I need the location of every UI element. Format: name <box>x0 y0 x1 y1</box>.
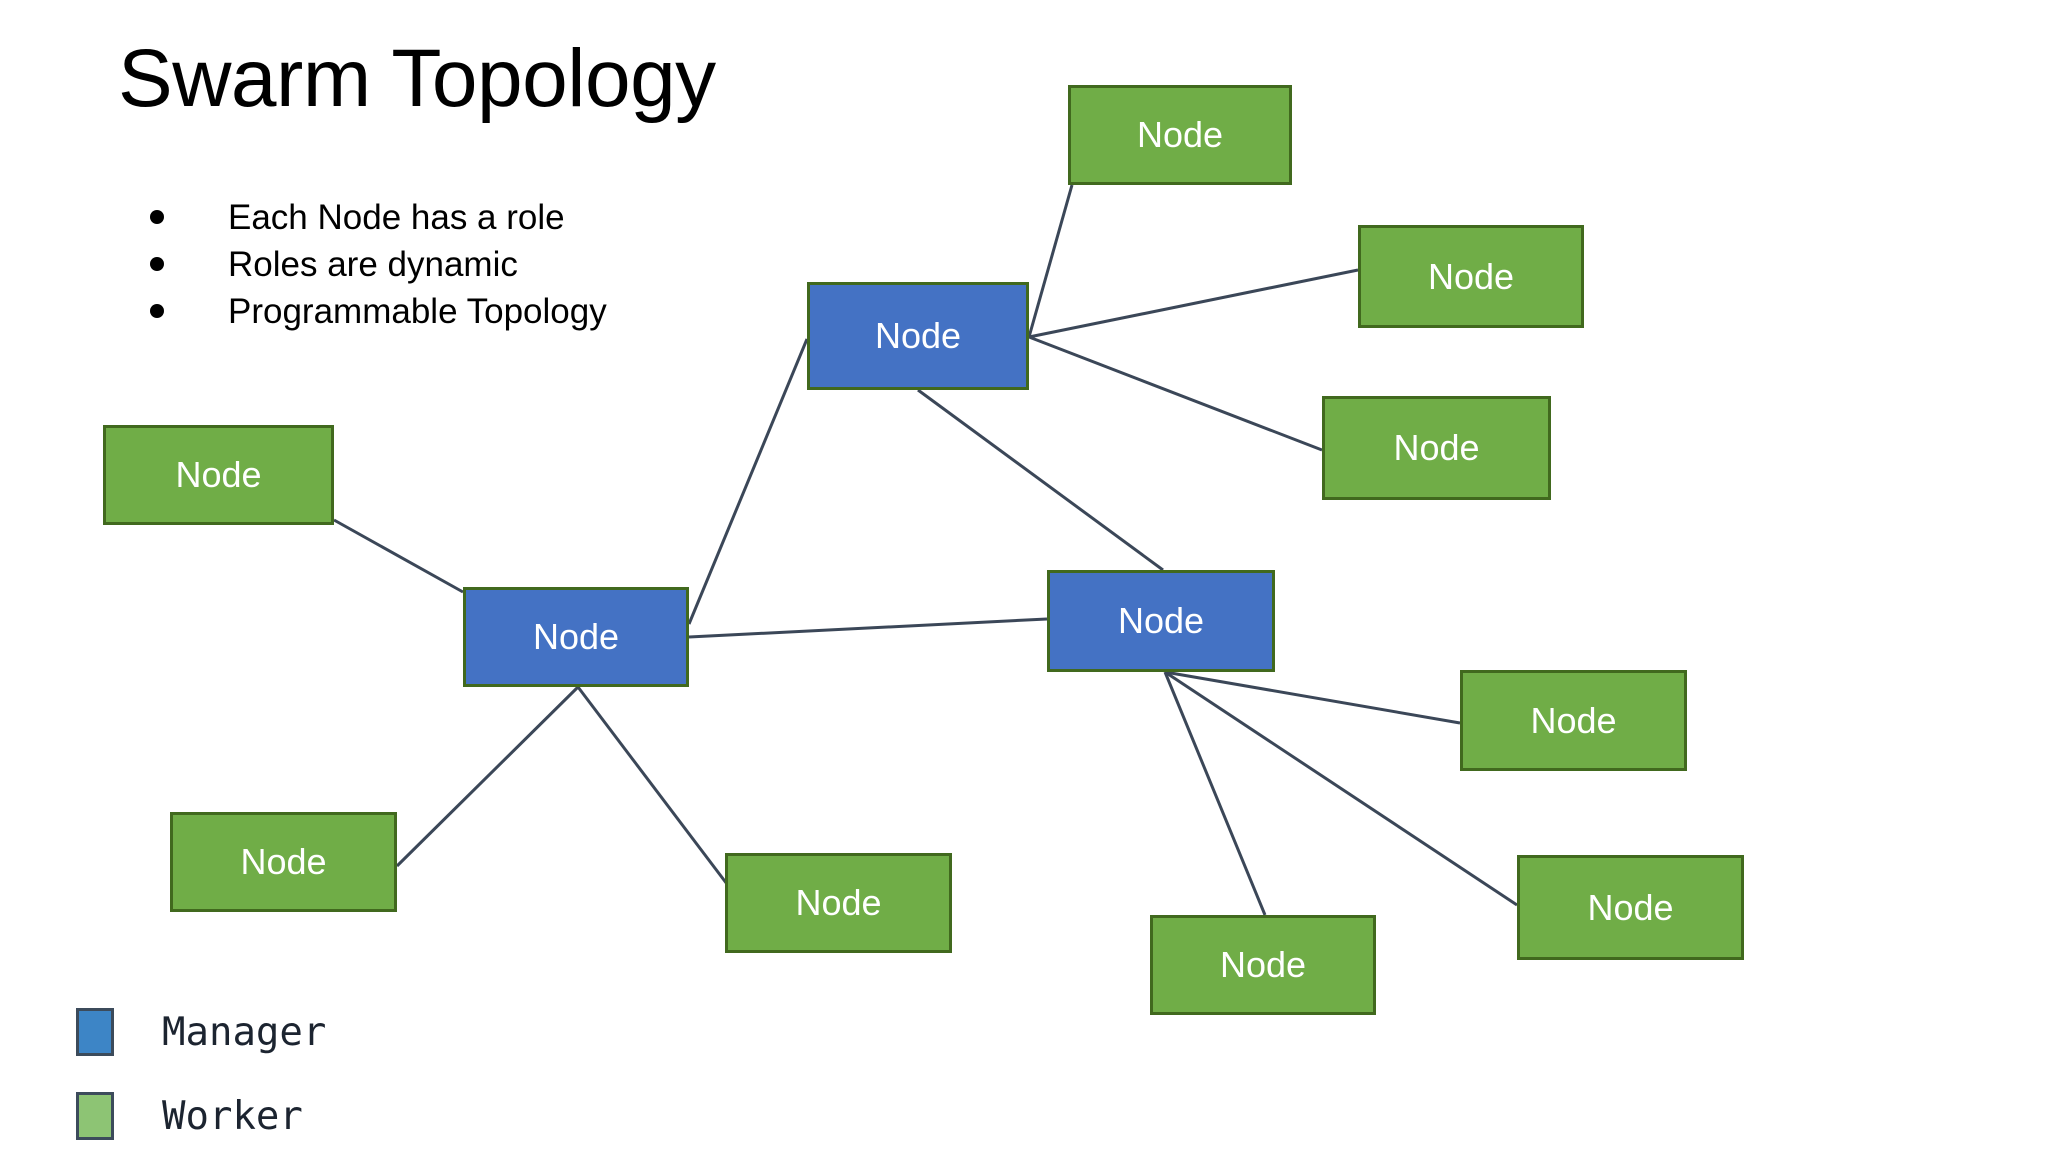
node-label: Node <box>1219 944 1307 985</box>
node-box-w3[interactable]: Node <box>1322 396 1551 500</box>
legend-item-worker: Worker <box>76 1074 326 1152</box>
page-title: Swarm Topology <box>118 33 716 124</box>
node-label: Node <box>795 882 882 923</box>
bullet-dot-icon <box>150 210 164 224</box>
node-box-w6[interactable]: Node <box>725 853 952 953</box>
edge-m2-w4 <box>333 518 464 594</box>
legend: Manager Worker <box>76 990 326 1152</box>
node-box-w7[interactable]: Node <box>1460 670 1687 771</box>
node-box-w4[interactable]: Node <box>103 425 334 525</box>
node-label: Node <box>1393 427 1480 468</box>
node-label: Node <box>1136 114 1224 155</box>
bullet-text: Each Node has a role <box>228 198 565 237</box>
bullet-dot-icon <box>150 257 164 271</box>
edge-m3-w9 <box>1163 671 1267 916</box>
edge-m3-w7 <box>1164 670 1461 725</box>
node-label: Node <box>532 616 620 657</box>
edge-m1-m2 <box>687 338 809 625</box>
node-label: Node <box>874 315 962 356</box>
legend-swatch-worker-icon <box>76 1092 114 1140</box>
list-item: Each Node has a role <box>150 198 770 245</box>
edge-m1-m3 <box>917 388 1164 572</box>
edge-m2-w6 <box>576 686 732 889</box>
edge-m2-m3 <box>688 617 1048 639</box>
node-label: Node <box>1530 699 1617 741</box>
list-item: Roles are dynamic <box>150 245 770 292</box>
node-box-m1[interactable]: Node <box>807 282 1029 390</box>
node-box-w2[interactable]: Node <box>1358 225 1584 328</box>
list-item: Programmable Topology <box>150 292 770 339</box>
edge-m2-w5 <box>395 685 580 868</box>
node-label: Node <box>175 454 262 495</box>
node-box-w8[interactable]: Node <box>1517 855 1744 960</box>
node-label: Node <box>1117 600 1205 641</box>
bullet-dot-icon <box>150 304 164 318</box>
node-box-m2[interactable]: Node <box>463 587 689 687</box>
legend-label-worker: Worker <box>162 1093 303 1139</box>
bullet-list: Each Node has a role Roles are dynamic P… <box>150 198 770 339</box>
legend-label-manager: Manager <box>162 1009 327 1055</box>
legend-item-manager: Manager <box>76 990 326 1074</box>
node-box-w9[interactable]: Node <box>1150 915 1376 1015</box>
legend-swatch-manager-icon <box>76 1008 114 1056</box>
node-box-m3[interactable]: Node <box>1047 570 1275 672</box>
node-box-w5[interactable]: Node <box>170 812 397 912</box>
edge-m1-w2 <box>1028 268 1359 339</box>
bullet-text: Roles are dynamic <box>228 245 518 284</box>
node-label: Node <box>1427 255 1515 297</box>
edge-m1-w1 <box>1027 184 1074 338</box>
bullet-text: Programmable Topology <box>228 292 607 331</box>
node-label: Node <box>240 841 327 882</box>
node-box-w1[interactable]: Node <box>1068 85 1292 185</box>
edge-m1-w3 <box>1028 335 1323 452</box>
node-label: Node <box>1587 886 1674 928</box>
